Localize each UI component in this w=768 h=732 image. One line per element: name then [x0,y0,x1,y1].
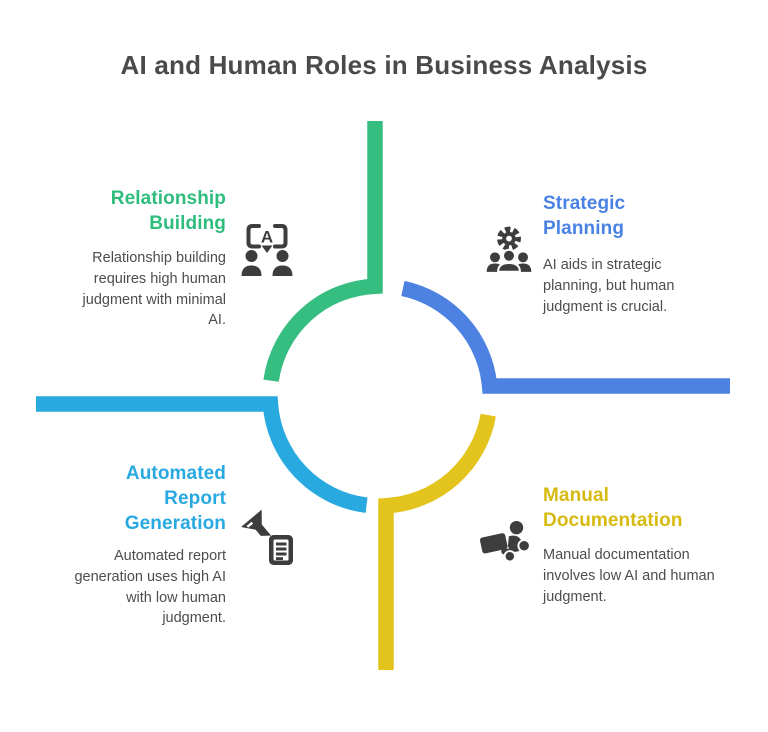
ring-arc-top-right [401,280,730,394]
quadrant-title: Automated Report Generation [124,463,226,534]
quadrant-title: Strategic Planning [543,193,626,239]
ring-arc-bottom-right [378,413,496,670]
gear-team-icon [482,224,536,274]
quadrant-automated-report-generation: Automated Report Generation Automated re… [74,461,226,629]
funnel-document-icon [239,508,295,566]
ring-arc-top-left [263,121,383,382]
quadrant-relationship-building: Relationship Building Relationship build… [74,186,226,331]
people-conversation-icon: A [239,219,295,277]
quadrant-description: Manual documentation involves low AI and… [543,547,715,605]
page-title: AI and Human Roles in Business Analysis [120,50,648,80]
quadrant-description: Relationship building requires high huma… [82,250,226,329]
quadrant-strategic-planning: Strategic Planning AI aids in strategic … [543,191,715,317]
ring-arc-bottom-left [36,396,368,513]
quadrant-description: Automated report generation uses high AI… [74,548,226,627]
quadrant-title: Relationship Building [110,188,226,234]
person-laptop-icon [480,520,532,563]
quadrant-manual-documentation: Manual Documentation Manual documentatio… [543,483,739,607]
svg-text:A: A [261,228,273,247]
quadrant-description: AI aids in strategic planning, but human… [543,257,675,315]
quadrant-title: Manual Documentation [543,485,683,531]
